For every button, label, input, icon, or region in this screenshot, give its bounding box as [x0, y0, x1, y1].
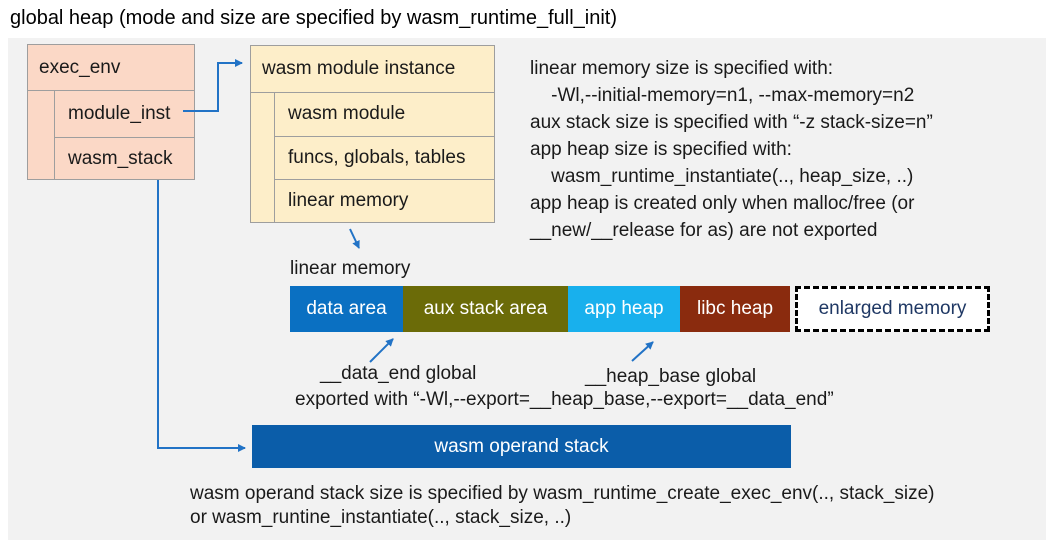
segment-aux-stack-area: aux stack area — [403, 286, 568, 332]
note-line: or wasm_runtine_instantiate(.., stack_si… — [190, 507, 572, 528]
note-line: wasm operand stack size is specified by … — [190, 483, 935, 504]
note-line: -Wl,--initial-memory=n1, --max-memory=n2 — [530, 85, 915, 106]
module-instance-box: wasm module instance wasm module funcs, … — [250, 45, 495, 223]
exec-env-inner: module_inst wasm_stack — [54, 91, 194, 180]
note-line: app heap is created only when malloc/fre… — [530, 193, 915, 214]
note-line: linear memory size is specified with: — [530, 58, 834, 79]
module-instance-inner: wasm module funcs, globals, tables linea… — [274, 93, 494, 222]
exec-env-box: exec_env module_inst wasm_stack — [27, 44, 195, 180]
note-line: aux stack size is specified with “-z sta… — [530, 112, 933, 133]
note-line: app heap size is specified with: — [530, 139, 792, 160]
segment-libc-heap: libc heap — [680, 286, 790, 332]
operand-stack-notes: wasm operand stack size is specified by … — [190, 482, 935, 530]
heap-base-global-label: __heap_base global — [585, 366, 757, 387]
exported-with-line: exported with “-Wl,--export=__heap_base,… — [295, 389, 834, 410]
segment-data-area: data area — [290, 286, 403, 332]
exec-env-row-wasm-stack: wasm_stack — [55, 137, 194, 180]
note-line: __new/__release for as) are not exported — [530, 220, 878, 241]
module-instance-row-wasm-module: wasm module — [288, 103, 406, 124]
module-instance-row-funcs-globals-tables: funcs, globals, tables — [275, 136, 494, 179]
diagram-title: global heap (mode and size are specified… — [10, 7, 617, 29]
note-line: wasm_runtime_instantiate(.., heap_size, … — [530, 166, 914, 187]
module-instance-row-linear-memory: linear memory — [275, 179, 494, 222]
exec-env-header: exec_env — [28, 45, 194, 91]
data-end-global-label: __data_end global — [320, 363, 477, 384]
linear-memory-label: linear memory — [290, 258, 411, 279]
linear-memory-notes: linear memory size is specified with: -W… — [530, 55, 933, 244]
module-instance-header: wasm module instance — [251, 46, 494, 93]
exec-env-row-module-inst: module_inst — [68, 103, 171, 124]
segment-enlarged-memory: enlarged memory — [795, 286, 990, 332]
wasm-operand-stack-bar: wasm operand stack — [252, 425, 791, 468]
segment-app-heap: app heap — [568, 286, 680, 332]
